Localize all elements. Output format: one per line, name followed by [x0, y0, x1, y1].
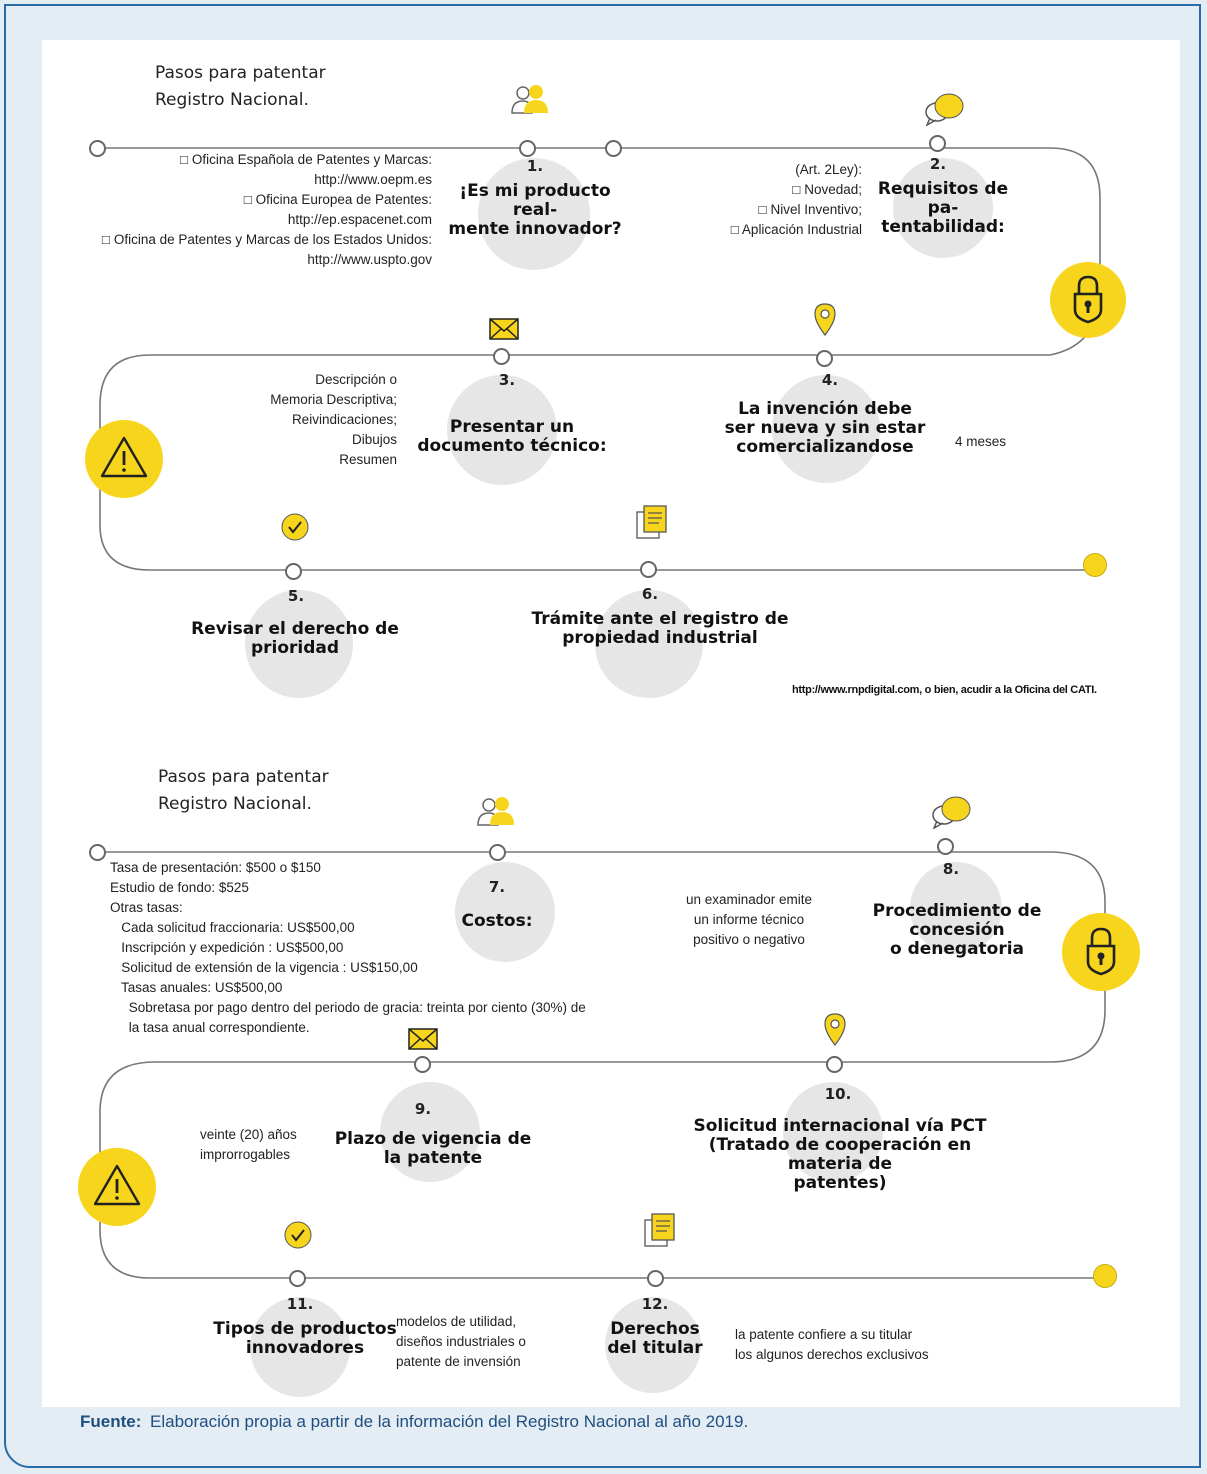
step6-node: [640, 561, 657, 578]
step4-circle: [772, 375, 880, 483]
timeline-path-1: [97, 147, 1101, 571]
step6-number: 6.: [641, 585, 659, 603]
step9-note: veinte (20) años improrrogables: [200, 1127, 297, 1162]
step1-circle: [478, 158, 590, 270]
step5-number: 5.: [287, 587, 305, 605]
step7-node: [489, 844, 506, 861]
step3-note: Descripción o Memoria Descriptiva; Reivi…: [270, 372, 397, 467]
source-text: Elaboración propia a partir de la inform…: [150, 1412, 749, 1431]
path-start-dot: [89, 140, 106, 157]
documents-icon: [644, 1213, 675, 1247]
block1-title-line1: Pasos para patentar: [155, 63, 326, 83]
registry-link-note: http://www.rnpdigital.com, o bien, acudi…: [792, 684, 1097, 696]
step10-title: Solicitud internacional vía PCT (Tratado…: [693, 1116, 987, 1193]
step7-circle: [455, 862, 555, 962]
step3-number: 3.: [498, 371, 516, 389]
step4-node: [816, 350, 833, 367]
step11-note: modelos de utilidad, diseños industriale…: [396, 1314, 526, 1369]
path-start-dot-2: [89, 844, 106, 861]
step7-title: Costos:: [461, 911, 533, 931]
warning-icon: [93, 1164, 141, 1206]
step1-title: ¡Es mi producto real- mente innovador?: [448, 181, 622, 239]
step9-circle: [380, 1082, 480, 1182]
envelope-icon: [408, 1028, 438, 1050]
padlock-icon: [1086, 927, 1116, 976]
figure-frame: [4, 4, 1201, 1468]
step7-note: Tasa de presentación: $500 o $150 Estudi…: [110, 860, 586, 1035]
location-pin-icon: [824, 1013, 846, 1046]
path-end-dot-2: [1093, 1264, 1117, 1288]
step8-number: 8.: [942, 860, 960, 878]
step3-circle: [447, 375, 557, 485]
documents-icon: [636, 505, 667, 539]
envelope-icon: [489, 318, 519, 340]
path-node: [605, 140, 622, 157]
step10-node: [826, 1056, 843, 1073]
step1-number: 1.: [526, 157, 544, 175]
step7-number: 7.: [488, 878, 506, 896]
step6-title: Trámite ante el registro de propiedad in…: [531, 609, 789, 648]
step8-node: [937, 838, 954, 855]
block1-title-line2: Registro Nacional.: [155, 90, 309, 110]
step1-node: [519, 140, 536, 157]
timeline-path-2: [97, 851, 1106, 1279]
step11-number: 11.: [286, 1295, 314, 1313]
step2-circle: [893, 158, 993, 258]
step2-note: (Art. 2Ley): □ Novedad; □ Nivel Inventiv…: [730, 162, 862, 237]
step5-node: [285, 563, 302, 580]
users-icon: [511, 85, 548, 114]
step6-circle: [595, 590, 703, 698]
chat-bubble-icon: [925, 93, 964, 126]
step12-circle: [605, 1297, 701, 1393]
step4-title: La invención debe ser nueva y sin estar …: [724, 399, 926, 457]
step2-number: 2.: [929, 155, 947, 173]
source-label: Fuente:: [80, 1412, 142, 1431]
warning-icon: [100, 436, 148, 478]
checkmark-icon: [281, 513, 309, 541]
step11-circle: [250, 1297, 350, 1397]
warning-badge-2: [78, 1148, 156, 1226]
step3-node: [493, 348, 510, 365]
step10-circle: [783, 1082, 883, 1182]
step1-note: □ Oficina Española de Patentes y Marcas:…: [101, 152, 432, 267]
step9-node: [414, 1056, 431, 1073]
location-pin-icon: [814, 303, 836, 336]
block2-title-line2: Registro Nacional.: [158, 794, 312, 814]
lock-badge: [1050, 262, 1126, 338]
path-end-dot: [1083, 553, 1107, 577]
step4-note: 4 meses: [955, 434, 1007, 449]
step12-note: la patente confiere a su titular los alg…: [735, 1327, 929, 1362]
infographic-panel: [42, 40, 1180, 1407]
step8-title: Procedimiento de concesión o denegatoria: [872, 901, 1042, 959]
step12-node: [647, 1270, 664, 1287]
step5-circle: [245, 590, 353, 698]
step11-node: [289, 1270, 306, 1287]
step11-title: Tipos de productos innovadores: [213, 1319, 397, 1358]
step12-number: 12.: [641, 1295, 669, 1313]
lock-badge-2: [1062, 913, 1140, 991]
padlock-icon: [1073, 275, 1103, 324]
warning-badge: [85, 420, 163, 498]
step10-number: 10.: [824, 1085, 852, 1103]
step2-title: Requisitos de pa- tentabilidad:: [877, 179, 1009, 237]
step8-note: un examinador emite un informe técnico p…: [685, 892, 813, 947]
users-icon: [477, 797, 514, 826]
step9-title: Plazo de vigencia de la patente: [334, 1129, 532, 1168]
chat-bubble-icon: [932, 796, 971, 829]
step5-title: Revisar el derecho de prioridad: [191, 619, 399, 658]
step9-number: 9.: [414, 1100, 432, 1118]
block2-title-line1: Pasos para patentar: [158, 767, 329, 787]
step2-node: [929, 135, 946, 152]
step4-number: 4.: [821, 371, 839, 389]
checkmark-icon: [284, 1221, 312, 1249]
step8-circle: [910, 862, 1002, 954]
step12-title: Derechos del titular: [607, 1319, 703, 1358]
step3-title: Presentar un documento técnico:: [417, 417, 607, 456]
